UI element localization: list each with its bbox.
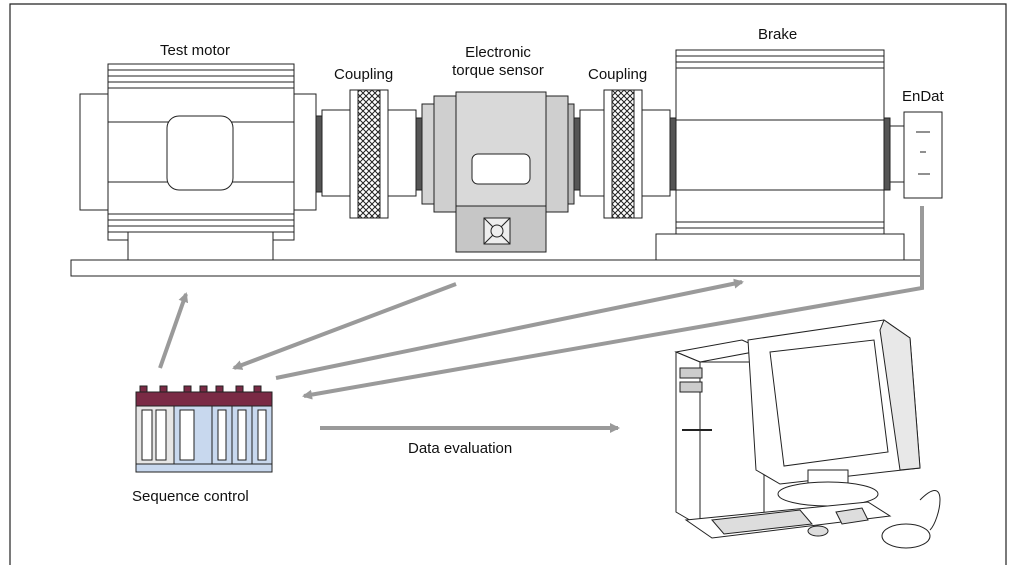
arrow-from-endat (302, 206, 924, 400)
arrow-from-torque-sensor (232, 282, 457, 370)
coupling-right (579, 89, 677, 219)
torque-sensor (421, 91, 581, 253)
sequence-control-plc (135, 385, 273, 473)
frame-border (9, 3, 1007, 565)
label-coupling-left: Coupling (334, 66, 394, 83)
label-coupling-right: Coupling (588, 66, 648, 83)
arrow-to-test-motor (158, 292, 189, 369)
coupling-left (321, 89, 423, 219)
label-sequence-control: Sequence control (132, 488, 249, 505)
signal-arrows (158, 206, 924, 433)
test-motor (79, 63, 323, 261)
label-torque-sensor-line1: Electronic (465, 44, 531, 61)
label-test-motor: Test motor (160, 42, 231, 59)
label-endat: EnDat (902, 88, 944, 105)
label-brake: Brake (758, 26, 798, 43)
label-data-evaluation: Data evaluation (408, 440, 513, 457)
computer-workstation (674, 319, 941, 549)
arrow-to-brake (275, 278, 744, 380)
endat-encoder (889, 111, 943, 199)
label-torque-sensor-line2: torque sensor (452, 62, 544, 79)
base-plate (70, 259, 922, 277)
brake (655, 49, 905, 261)
